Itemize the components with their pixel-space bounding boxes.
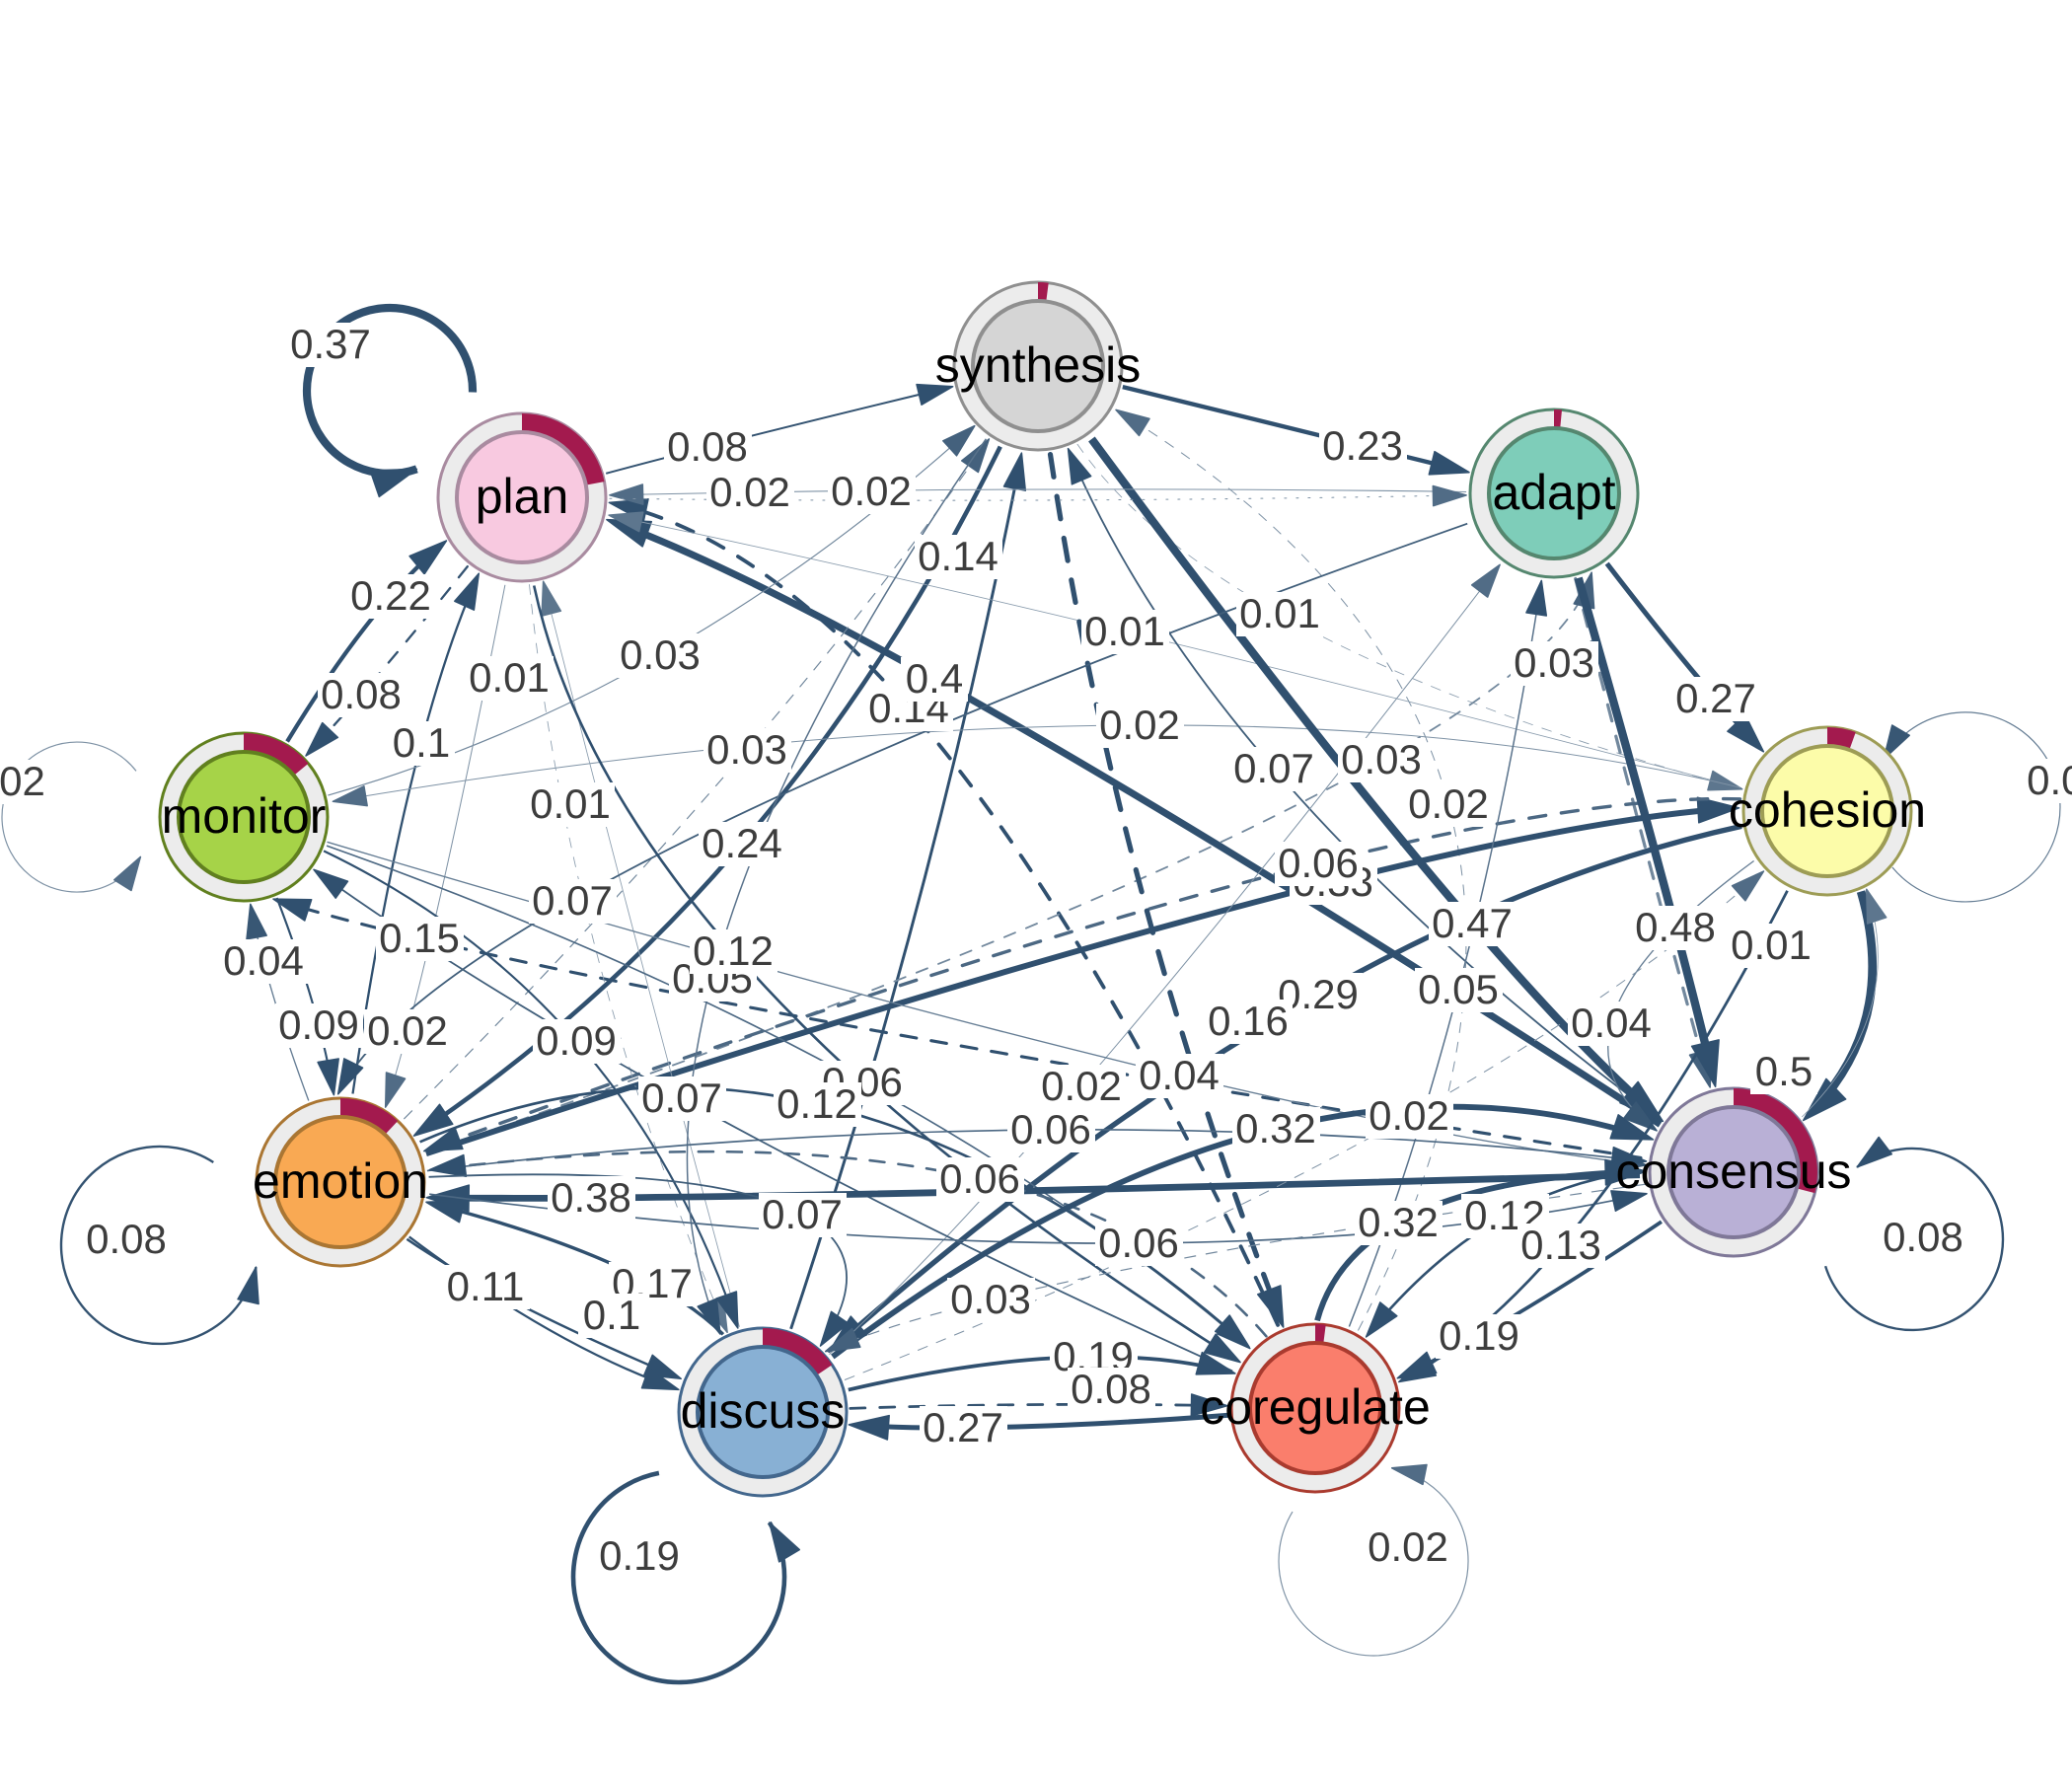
svg-text:0.38: 0.38 <box>551 1174 631 1221</box>
svg-text:0.27: 0.27 <box>923 1404 1003 1450</box>
svg-text:0.02: 0.02 <box>1099 702 1180 748</box>
svg-text:adapt: adapt <box>1492 465 1615 520</box>
svg-text:0.03: 0.03 <box>1514 639 1594 686</box>
svg-text:0.04: 0.04 <box>1139 1052 1220 1098</box>
svg-text:0.02: 0.02 <box>0 758 45 804</box>
svg-text:0.32: 0.32 <box>1358 1199 1439 1245</box>
svg-text:synthesis: synthesis <box>935 337 1141 393</box>
svg-text:0.27: 0.27 <box>1675 675 1756 721</box>
svg-text:0.13: 0.13 <box>1520 1222 1601 1268</box>
svg-text:0.02: 0.02 <box>709 469 790 515</box>
svg-text:0.08: 0.08 <box>321 671 402 717</box>
svg-text:0.07: 0.07 <box>1233 745 1314 791</box>
svg-text:0.19: 0.19 <box>1439 1312 1519 1359</box>
svg-text:0.02: 0.02 <box>1369 1092 1449 1139</box>
svg-text:discuss: discuss <box>681 1383 846 1439</box>
svg-text:0.01: 0.01 <box>469 654 550 701</box>
svg-text:0.02: 0.02 <box>1368 1523 1448 1570</box>
svg-text:0.5: 0.5 <box>1755 1048 1813 1094</box>
svg-text:0.02: 0.02 <box>1041 1063 1122 1109</box>
svg-text:0.02: 0.02 <box>1408 780 1489 827</box>
svg-text:0.1: 0.1 <box>583 1292 640 1338</box>
svg-text:0.01: 0.01 <box>1239 590 1320 636</box>
svg-text:0.04: 0.04 <box>223 937 304 984</box>
svg-text:0.06: 0.06 <box>1098 1220 1179 1266</box>
svg-text:0.04: 0.04 <box>1571 1000 1652 1046</box>
svg-text:monitor: monitor <box>162 788 327 844</box>
svg-text:0.05: 0.05 <box>1418 966 1499 1012</box>
svg-text:0.07: 0.07 <box>762 1191 843 1237</box>
svg-text:0.03: 0.03 <box>620 631 701 678</box>
svg-text:0.03: 0.03 <box>706 726 787 773</box>
svg-text:0.02: 0.02 <box>831 468 912 514</box>
svg-text:0.23: 0.23 <box>1322 422 1403 469</box>
svg-text:0.47: 0.47 <box>1432 900 1513 946</box>
svg-text:cohesion: cohesion <box>1729 782 1926 838</box>
svg-text:plan: plan <box>476 469 569 524</box>
svg-text:0.16: 0.16 <box>1208 998 1289 1044</box>
svg-text:0.15: 0.15 <box>379 915 460 961</box>
svg-text:0.08: 0.08 <box>1071 1366 1151 1412</box>
svg-text:0.07: 0.07 <box>641 1075 722 1121</box>
svg-text:0.24: 0.24 <box>702 820 782 866</box>
svg-text:0.01: 0.01 <box>1084 608 1165 654</box>
svg-text:emotion: emotion <box>253 1153 428 1209</box>
svg-text:0.48: 0.48 <box>1635 904 1716 950</box>
svg-text:0.03: 0.03 <box>1341 736 1422 782</box>
svg-text:0.1: 0.1 <box>393 719 450 766</box>
svg-text:0.09: 0.09 <box>536 1017 617 1064</box>
svg-text:0.01: 0.01 <box>530 780 611 827</box>
svg-text:consensus: consensus <box>1615 1144 1851 1199</box>
svg-text:0.22: 0.22 <box>350 572 431 619</box>
svg-text:0.02: 0.02 <box>367 1007 448 1054</box>
svg-text:0.32: 0.32 <box>1235 1105 1316 1151</box>
svg-text:0.37: 0.37 <box>290 321 371 367</box>
svg-text:0.03: 0.03 <box>950 1276 1031 1322</box>
svg-text:0.19: 0.19 <box>599 1532 680 1579</box>
svg-text:0.04: 0.04 <box>2027 757 2072 803</box>
svg-text:0.08: 0.08 <box>667 423 748 470</box>
svg-text:0.08: 0.08 <box>1883 1214 1963 1260</box>
svg-text:0.01: 0.01 <box>1731 922 1812 968</box>
svg-text:0.08: 0.08 <box>86 1216 167 1262</box>
svg-text:0.12: 0.12 <box>777 1080 857 1127</box>
svg-text:0.06: 0.06 <box>939 1155 1020 1202</box>
svg-text:0.07: 0.07 <box>532 877 613 924</box>
svg-text:0.11: 0.11 <box>447 1263 525 1309</box>
svg-text:0.12: 0.12 <box>693 928 774 974</box>
svg-text:0.14: 0.14 <box>918 533 999 579</box>
svg-text:0.09: 0.09 <box>278 1002 359 1048</box>
svg-text:0.06: 0.06 <box>1010 1106 1091 1152</box>
svg-text:0.06: 0.06 <box>1278 840 1359 886</box>
svg-text:0.4: 0.4 <box>906 655 963 702</box>
svg-text:coregulate: coregulate <box>1200 1379 1431 1435</box>
